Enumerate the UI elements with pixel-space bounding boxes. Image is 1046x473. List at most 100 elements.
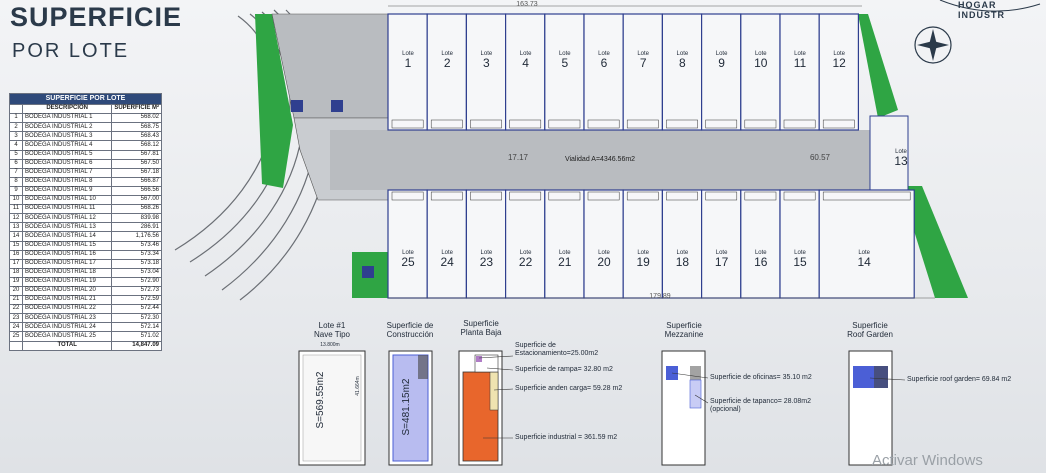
lot-number: 4 <box>522 56 529 70</box>
lot-15-outline <box>779 189 820 299</box>
lot-number: 22 <box>518 255 533 269</box>
lot-number: 20 <box>597 255 611 269</box>
detail-nave-tipo <box>298 350 366 466</box>
loading-dock <box>430 191 463 201</box>
lot-14-outline <box>818 189 915 299</box>
road-label: Vialidad A=4346.56m2 <box>564 156 636 163</box>
col-header-desc: DESCRIPCIÓN <box>21 104 113 115</box>
page-subtitle: POR LOTE <box>12 40 130 62</box>
lot-18-outline <box>661 189 703 299</box>
row-desc: BODEGA INDUSTRIAL 18 <box>21 267 113 278</box>
lot-2-outline <box>426 13 468 131</box>
dim-left-label: 17.17 <box>507 153 529 162</box>
lot-number: 5 <box>561 56 569 70</box>
area-table: SUPERFICIE POR LOTE DESCRIPCIÓN SUPERFIC… <box>9 92 162 351</box>
lot-word: Lote <box>637 250 650 256</box>
lot-word: Lote <box>676 250 689 256</box>
lot-number: 17 <box>714 255 729 269</box>
lot-word: Lote <box>480 51 493 57</box>
green-area-left <box>255 14 293 188</box>
lot-word: Lote <box>558 51 571 57</box>
lot-22-outline <box>505 189 546 299</box>
lot-20-outline <box>583 189 624 299</box>
loading-dock <box>470 191 502 201</box>
pb-industrial: Superficie industrial = 361.59 m2 <box>515 434 618 441</box>
loading-dock <box>626 119 659 129</box>
lot-word: Lote <box>754 51 767 57</box>
detail-mezzanine <box>661 350 706 466</box>
construccion-area: S=481.15m2 <box>401 378 412 436</box>
lot-23-outline <box>465 189 507 299</box>
lot-word: Lote <box>519 51 532 57</box>
loading-dock <box>626 191 659 201</box>
loading-dock <box>430 119 463 129</box>
row-area: 573.34 <box>111 249 162 260</box>
mez-tapanco: Superficie de tapanco= 28.08m2 (opcional… <box>710 398 811 413</box>
lot-number: 25 <box>401 255 415 269</box>
loading-dock <box>783 119 816 129</box>
row-area: 572.59 <box>111 295 162 306</box>
dim-right-label: 60.57 <box>809 153 831 162</box>
row-area: 568.02 <box>111 113 162 124</box>
parking-area <box>271 13 389 119</box>
loading-dock <box>744 191 777 201</box>
compass-icon <box>914 26 952 64</box>
row-area: 572.30 <box>111 313 162 324</box>
row-desc: BODEGA INDUSTRIAL 21 <box>21 295 113 306</box>
row-area: 572.73 <box>111 285 162 297</box>
lot-word: Lote <box>794 51 806 57</box>
lot-8-outline <box>661 13 703 131</box>
row-desc: BODEGA INDUSTRIAL 22 <box>21 304 113 315</box>
lot-1-outline <box>387 13 428 131</box>
brand-logo-text: HOGAR INDUSTR <box>958 0 1005 20</box>
lot-word: Lote <box>519 250 532 256</box>
loading-dock <box>783 191 816 201</box>
main-road <box>330 130 890 190</box>
lot-7-outline <box>622 13 664 131</box>
detail-planta-baja <box>458 350 503 466</box>
tipo-title: Lote #1 Nave Tipo <box>313 321 351 339</box>
row-area: 572.90 <box>111 276 162 287</box>
lot-12-outline <box>818 13 860 131</box>
roof-superficie: Superficie roof garden= 69.84 m2 <box>907 376 1012 383</box>
lot-word: Lote <box>598 51 610 57</box>
row-desc: BODEGA INDUSTRIAL 19 <box>21 276 113 287</box>
lot-number: 15 <box>793 255 807 269</box>
loading-dock <box>666 191 698 201</box>
lot-17-outline <box>700 189 742 299</box>
lot-word: Lote <box>441 51 454 57</box>
green-area-top-right <box>858 14 898 118</box>
row-area: 573.18 <box>111 258 162 269</box>
lot-25-outline <box>387 189 428 299</box>
lot-number: 12 <box>832 56 846 70</box>
brand-arc <box>939 0 1041 12</box>
lot-word: Lote <box>480 250 493 256</box>
lot-word: Lote <box>794 250 806 256</box>
lot-word: Lote <box>676 51 689 57</box>
construccion-title: Superficie de Construcción <box>386 321 434 339</box>
lot-word: Lote <box>598 250 610 256</box>
lot-word: Lote <box>895 149 907 155</box>
loading-dock <box>548 191 581 201</box>
loading-dock <box>822 119 855 129</box>
